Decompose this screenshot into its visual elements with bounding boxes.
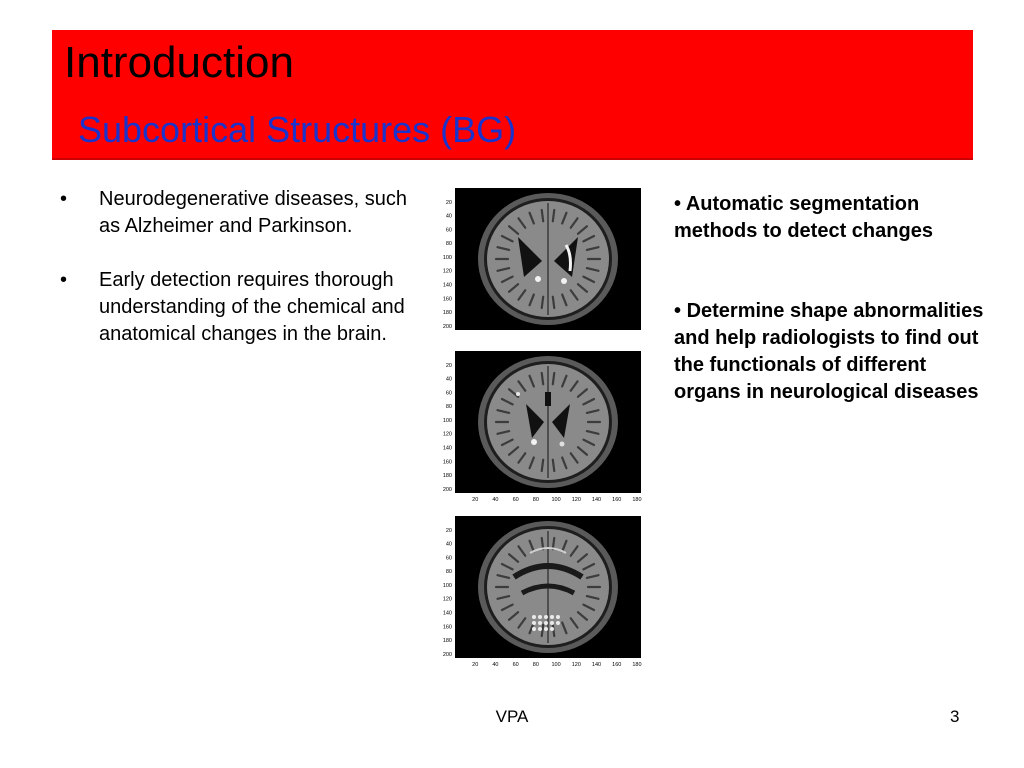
bullet-marker: •: [60, 269, 68, 291]
brain-image: [478, 193, 618, 325]
y-tick-label: 200: [443, 652, 452, 658]
left-bullet-text: Early detection requires thorough unders…: [99, 269, 405, 345]
y-tick-label: 20: [446, 200, 452, 206]
brain-image: [478, 521, 618, 653]
x-tick-label: 20: [472, 662, 478, 668]
footer-label: VPA: [495, 707, 529, 726]
y-tick-label: 20: [446, 528, 452, 534]
right-bullet-text: Determine shape abnormalities and help r…: [674, 300, 984, 403]
y-tick-label: 180: [443, 638, 452, 644]
right-bullet-text: Automatic segmentation methods to detect…: [674, 193, 933, 242]
y-tick-label: 100: [443, 418, 452, 424]
brain-scan-svg: 20 40 60 80 100 120 140 160 180 200 20 40 60 80 100 120…: [443, 351, 642, 503]
y-tick-label: 200: [443, 324, 452, 330]
y-tick-label: 100: [443, 583, 452, 589]
x-tick-label: 20: [472, 497, 478, 503]
bullet-marker: •: [674, 300, 682, 322]
x-tick-label: 120: [572, 497, 581, 503]
y-tick-label: 40: [446, 214, 452, 220]
left-bullet-item: • Neurodegenerative diseases, such as Al…: [60, 186, 420, 240]
brain-scan-svg: 20 40 60 80 100 120 140 160 180 200 20 40 60 80 100 120…: [443, 516, 642, 668]
y-tick-label: 160: [443, 296, 452, 302]
x-tick-label: 140: [592, 497, 601, 503]
bullet-marker: •: [60, 188, 68, 210]
x-tick-label: 60: [513, 497, 519, 503]
bullet-marker: •: [674, 193, 682, 215]
y-tick-label: 180: [443, 473, 452, 479]
right-bullet-item: • Determine shape abnormalities and help…: [674, 298, 984, 406]
brain-scan-3: 20 40 60 80 100 120 140 160 180 200 20 40 60 80 100 120…: [424, 512, 654, 674]
x-tick-label: 40: [492, 497, 498, 503]
x-tick-label: 100: [551, 662, 560, 668]
x-tick-label: 80: [533, 497, 539, 503]
x-tick-label: 140: [592, 662, 601, 668]
brain-scan-svg: 20 40 60 80 100 120 140 160 180 200: [443, 188, 641, 330]
y-tick-label: 100: [443, 255, 452, 261]
x-tick-label: 160: [612, 662, 621, 668]
left-bullet-list: • Neurodegenerative diseases, such as Al…: [60, 186, 420, 375]
y-tick-label: 40: [446, 377, 452, 383]
x-tick-label: 100: [551, 497, 560, 503]
slide-title: Introduction: [64, 38, 294, 87]
right-bullet-item: • Automatic segmentation methods to dete…: [674, 191, 984, 245]
y-tick-label: 120: [443, 432, 452, 438]
x-tick-label: 180: [632, 497, 641, 503]
page-number: 3: [950, 707, 960, 726]
right-bullet-list: • Automatic segmentation methods to dete…: [674, 191, 984, 459]
y-tick-label: 60: [446, 390, 452, 396]
left-bullet-text: Neurodegenerative diseases, such as Alzh…: [99, 188, 407, 237]
brain-image: [478, 356, 618, 488]
y-tick-label: 40: [446, 542, 452, 548]
y-tick-label: 80: [446, 404, 452, 410]
x-tick-label: 160: [612, 497, 621, 503]
brain-scan-1: 20 40 60 80 100 120 140 160 180 200: [424, 184, 654, 346]
y-tick-label: 80: [446, 569, 452, 575]
y-tick-label: 140: [443, 283, 452, 289]
y-tick-label: 160: [443, 459, 452, 465]
x-tick-label: 180: [632, 662, 641, 668]
x-tick-label: 120: [572, 662, 581, 668]
y-tick-label: 80: [446, 241, 452, 247]
y-tick-label: 200: [443, 487, 452, 493]
slide-subtitle: Subcortical Structures (BG): [78, 109, 517, 150]
y-tick-label: 180: [443, 310, 452, 316]
y-tick-label: 120: [443, 597, 452, 603]
y-tick-label: 140: [443, 611, 452, 617]
x-tick-label: 40: [492, 662, 498, 668]
y-tick-label: 140: [443, 446, 452, 452]
brain-scan-2: 20 40 60 80 100 120 140 160 180 200 20 40 60 80 100 120…: [424, 347, 654, 509]
title-banner: Introduction Subcortical Structures (BG): [52, 30, 973, 160]
y-tick-label: 60: [446, 227, 452, 233]
x-tick-label: 80: [533, 662, 539, 668]
x-tick-label: 60: [513, 662, 519, 668]
y-tick-label: 160: [443, 624, 452, 630]
y-tick-label: 20: [446, 363, 452, 369]
y-tick-label: 60: [446, 555, 452, 561]
left-bullet-item: • Early detection requires thorough unde…: [60, 267, 420, 348]
y-tick-label: 120: [443, 269, 452, 275]
